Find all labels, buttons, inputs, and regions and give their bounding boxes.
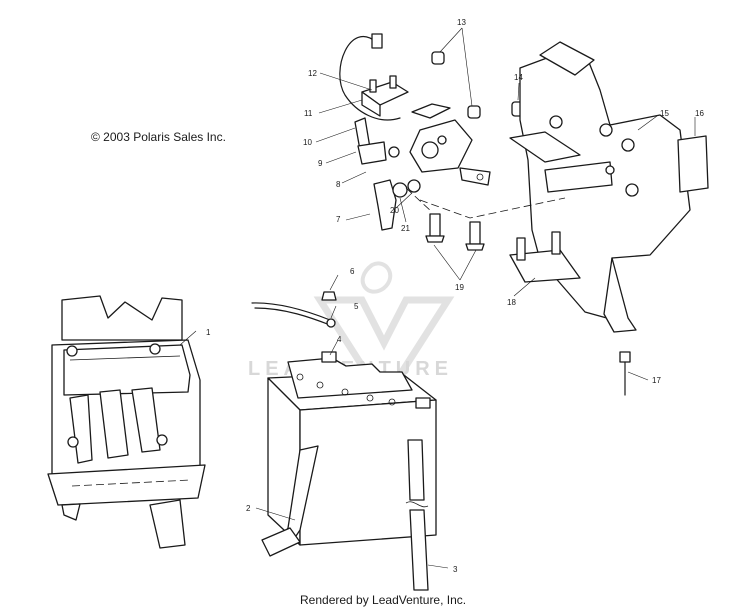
callout-1: 1: [206, 328, 211, 337]
callout-12: 12: [308, 69, 317, 78]
callout-9: 9: [318, 159, 323, 168]
callout-11: 11: [304, 109, 313, 118]
callout-6: 6: [350, 267, 355, 276]
callout-18: 18: [507, 298, 516, 307]
footer-text: Rendered by LeadVenture, Inc.: [300, 593, 467, 607]
ground-wire-2: [254, 307, 331, 326]
align-line-1: [419, 197, 566, 219]
nut-13a: [431, 51, 445, 65]
callout-19: 19: [455, 283, 464, 292]
callout-21: 21: [401, 224, 410, 233]
callout-3: 3: [453, 565, 458, 574]
nut-13b: [467, 105, 481, 119]
copyright-text: © 2003 Polaris Sales Inc.: [91, 130, 226, 144]
callout-17: 17: [652, 376, 661, 385]
decal: [677, 135, 709, 193]
leader-lines: [179, 27, 696, 569]
callout-15: 15: [660, 109, 669, 118]
ground-wire: [251, 302, 331, 321]
mounting-bracket: [509, 41, 691, 333]
callout-5: 5: [354, 302, 359, 311]
washer-21: [392, 182, 408, 198]
callout-2: 2: [246, 504, 251, 513]
nut-20: [407, 179, 421, 193]
callout-4: 4: [337, 335, 342, 344]
callout-7: 7: [336, 215, 341, 224]
callout-20: 20: [390, 206, 399, 215]
bolts: [425, 213, 485, 251]
callout-16: 16: [695, 109, 704, 118]
callout-13: 13: [457, 18, 466, 27]
callout-10: 10: [303, 138, 312, 147]
washer: [326, 318, 336, 328]
callout-8: 8: [336, 180, 341, 189]
slide-bracket: [509, 231, 581, 283]
bolt: [321, 291, 337, 301]
cable-positive: [405, 439, 429, 591]
battery: [267, 351, 437, 546]
callout-14: 14: [514, 73, 523, 82]
terminal-boot: [354, 117, 400, 165]
cable-negative: [261, 445, 319, 557]
battery-box: [47, 295, 206, 549]
lead-connector: [373, 179, 397, 231]
solenoid-assembly: [339, 33, 491, 186]
rivet: [619, 351, 631, 396]
callout-labels: 1 2 3 4 5 6 7 8 9 10 11 12 13 14 15 16 1…: [206, 18, 704, 574]
align-line-2: [405, 187, 433, 213]
